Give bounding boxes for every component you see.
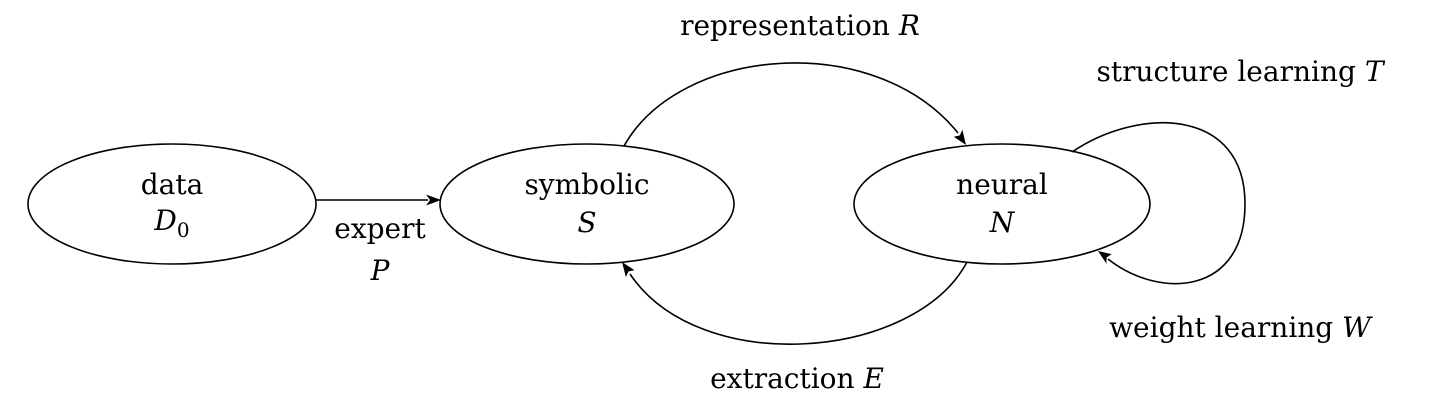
edge-weight-learning-symbol: W [1342,311,1373,344]
edge-extraction-symbol: E [862,362,883,395]
node-symbolic-ellipse [439,143,735,265]
edge-extraction-label: extraction E [710,362,884,395]
edge-structure-learning-label: structure learning T [1096,55,1385,88]
edge-extraction-text: extraction [710,362,854,395]
edge-structure-learning-text: structure learning [1096,55,1355,88]
node-neural: neural N [853,143,1151,265]
node-data-symbol-subscript: 0 [177,218,190,242]
node-data: data D0 [27,143,317,265]
edge-extraction-arc [629,261,968,345]
edge-representation-text: representation [680,9,890,42]
edge-self-loop: structure learning T weight learning W [1071,55,1386,344]
node-symbolic: symbolic S [439,143,735,265]
edge-representation-label: representation R [680,9,920,42]
node-neural-ellipse [853,143,1151,265]
node-symbolic-symbol: S [577,206,596,239]
edge-structure-learning-symbol: T [1365,55,1386,88]
edge-weight-learning-label: weight learning W [1109,311,1373,344]
node-data-symbol-main: D [153,204,176,237]
node-data-ellipse [27,143,317,265]
edge-weight-learning-text: weight learning [1109,311,1333,344]
edge-expert-label: expert [334,212,426,245]
edge-representation-symbol: R [898,9,920,42]
edge-representation-arrowhead [953,129,966,145]
edge-expert-symbol: P [370,254,391,287]
edge-expert: expert P [316,194,441,287]
edge-representation-arc [623,62,959,147]
edge-self-loop-arrowhead [1098,251,1112,264]
edge-self-loop-arc [1071,122,1246,285]
node-symbolic-name: symbolic [524,168,649,201]
node-data-name: data [141,168,204,201]
edge-expert-arrowhead [426,194,441,206]
edge-representation: representation R [623,9,966,147]
node-neural-symbol: N [989,206,1016,239]
edge-extraction: extraction E [622,261,968,395]
edge-extraction-arrowhead [622,262,635,278]
node-neural-name: neural [956,168,1048,201]
node-data-symbol: D0 [153,204,189,242]
